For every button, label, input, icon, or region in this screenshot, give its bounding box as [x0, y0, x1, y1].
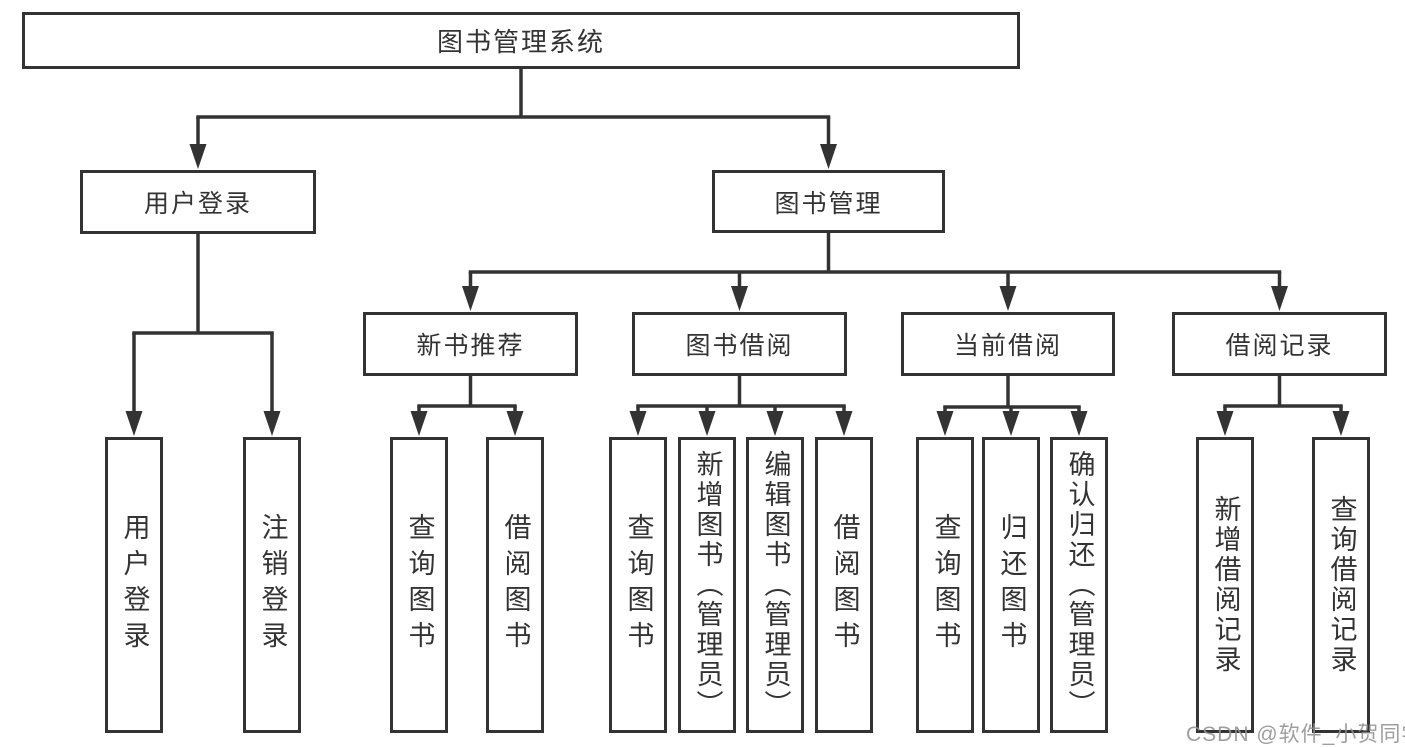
arrowhead-icon — [820, 144, 837, 169]
diagram-box-label: 查询图书 — [404, 513, 435, 657]
diagram-box-b2: 新增图书（管理员） — [678, 437, 736, 733]
diagram-box-c3: 确认归还（管理员） — [1050, 437, 1108, 733]
diagram-box-label: 图书管理系统 — [436, 27, 605, 57]
diagram-box-b1: 查询图书 — [609, 437, 667, 733]
diagram-box-label: 查询借阅记录 — [1326, 495, 1357, 675]
diagram-box-rec: 新书推荐 — [363, 312, 578, 376]
diagram-box-b3: 编辑图书（管理员） — [746, 437, 804, 733]
diagram-box-current: 当前借阅 — [901, 312, 1115, 376]
arrowhead-icon — [1332, 411, 1350, 436]
arrowhead-icon — [1216, 411, 1234, 436]
arrowhead-icon — [835, 411, 853, 436]
arrowhead-icon — [698, 411, 716, 436]
arrowhead-icon — [189, 144, 207, 169]
arrowhead-icon — [1070, 411, 1088, 436]
diagram-box-label: 编辑图书（管理员） — [760, 450, 791, 720]
arrowhead-icon — [999, 286, 1017, 311]
diagram-box-label: 新增图书（管理员） — [692, 450, 723, 720]
arrowhead-icon — [731, 286, 748, 311]
arrowhead-icon — [462, 286, 479, 311]
diagram-box-label: 用户登录 — [119, 513, 150, 657]
arrowhead-icon — [410, 411, 428, 436]
diagram-box-label: 用户登录 — [143, 190, 252, 218]
diagram-box-c2: 归还图书 — [982, 437, 1040, 733]
diagram-box-label: 新增借阅记录 — [1210, 495, 1241, 675]
diagram-box-label: 查询图书 — [930, 513, 961, 657]
diagram-box-label: 图书管理 — [774, 189, 883, 218]
diagram-box-login: 用户登录 — [80, 170, 316, 234]
watermark: CSDN @软件_小贺同学 — [1186, 723, 1405, 746]
arrowhead-icon — [766, 411, 784, 436]
arrowhead-icon — [629, 411, 647, 436]
diagram-box-records: 借阅记录 — [1172, 312, 1387, 376]
arrowhead-icon — [1002, 411, 1020, 436]
diagram-box-label: 归还图书 — [996, 513, 1027, 657]
arrowhead-icon — [936, 411, 954, 436]
diagram-box-label: 借阅图书 — [500, 513, 531, 657]
diagram-box-u2: 注销登录 — [243, 437, 301, 733]
diagram-box-mgmt: 图书管理 — [712, 170, 945, 233]
arrowhead-icon — [506, 411, 524, 436]
diagram-box-label: 借阅图书 — [829, 513, 860, 657]
diagram-box-label: 查询图书 — [623, 513, 654, 657]
diagram-box-label: 图书借阅 — [685, 332, 794, 360]
diagram-box-label: 当前借阅 — [953, 332, 1062, 360]
diagram-box-label: 注销登录 — [257, 513, 288, 657]
diagram-box-label: 借阅记录 — [1225, 332, 1334, 360]
diagram-box-r2: 借阅图书 — [486, 437, 544, 733]
arrowhead-icon — [125, 411, 143, 436]
diagram-box-u1: 用户登录 — [105, 437, 163, 733]
arrowhead-icon — [263, 411, 281, 436]
diagram-box-root: 图书管理系统 — [22, 12, 1020, 69]
diagram-box-r1: 查询图书 — [390, 437, 448, 733]
diagram-box-c1: 查询图书 — [916, 437, 974, 733]
diagram-box-label: 新书推荐 — [416, 332, 525, 360]
diagram-box-q2: 查询借阅记录 — [1312, 437, 1370, 733]
diagram-box-q1: 新增借阅记录 — [1196, 437, 1254, 733]
diagram-box-label: 确认归还（管理员） — [1064, 450, 1095, 720]
diagram-box-b4: 借阅图书 — [815, 437, 873, 733]
diagram-box-borrow: 图书借阅 — [632, 312, 847, 376]
arrowhead-icon — [1271, 286, 1288, 311]
